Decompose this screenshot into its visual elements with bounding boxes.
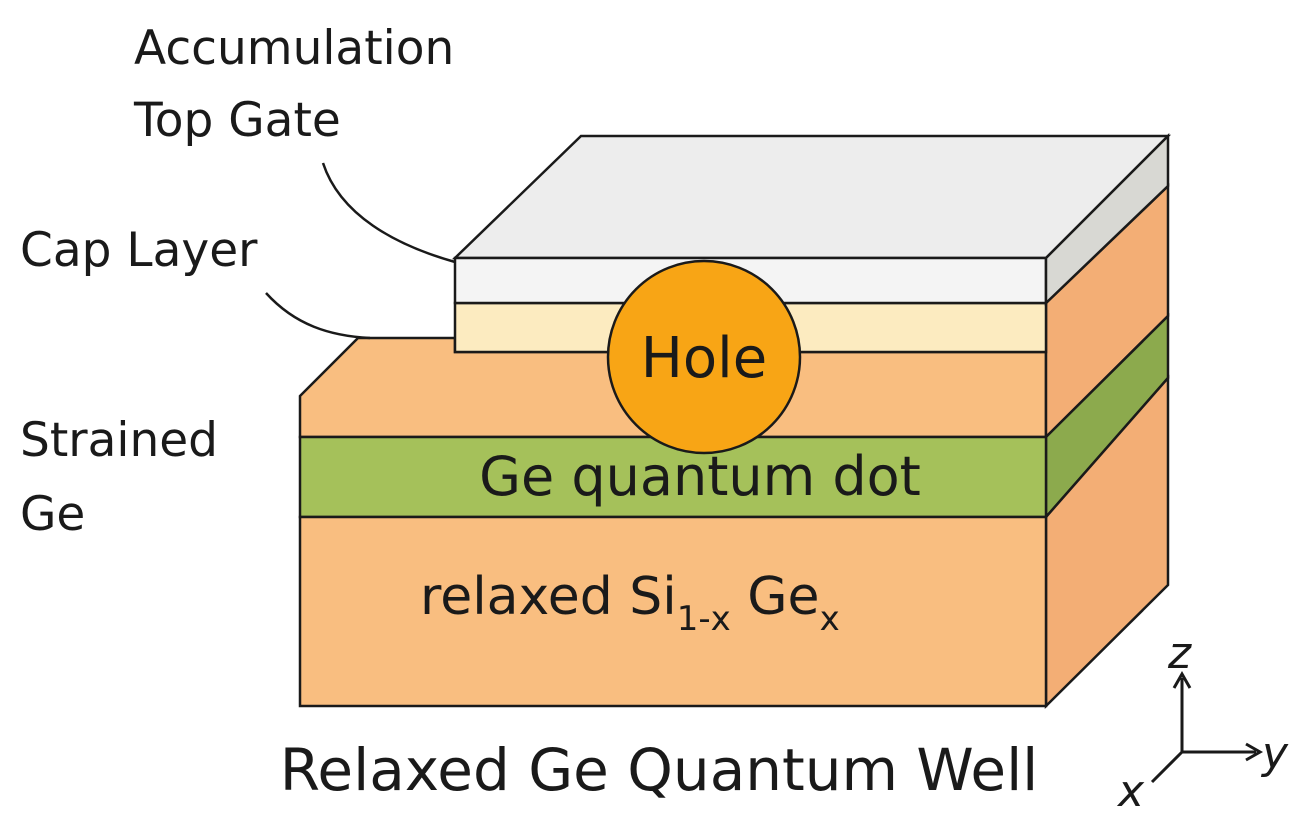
diagram-title: Relaxed Ge Quantum Well — [280, 736, 1039, 804]
z-axis-label: z — [1167, 628, 1192, 679]
strained-ge-label-line2: Ge — [20, 487, 85, 542]
y-axis-label: y — [1260, 728, 1289, 779]
cap-layer-leader-line — [265, 292, 371, 340]
top-gate-side-face — [1044, 132, 1170, 306]
top-gate-label-line1: Accumulation — [134, 21, 454, 76]
relaxed-sige-front — [298, 515, 1048, 708]
ge-quantum-dot-label: Ge quantum dot — [479, 445, 921, 508]
x-axis-label: x — [1116, 766, 1145, 817]
top-gate-top-face — [451, 134, 1172, 260]
coordinate-axes — [1150, 670, 1264, 784]
relaxed-sige-prefix: relaxed Si — [420, 567, 677, 627]
y-axis-arrowhead — [1245, 742, 1264, 762]
hole-label: Hole — [641, 326, 767, 391]
top-gate-leader-line — [321, 162, 456, 264]
relaxed-sige-label: relaxed Si1-x Gex — [420, 567, 840, 639]
relaxed-sige-mid: Ge — [731, 567, 820, 627]
relaxed-sige-sub1: 1-x — [677, 599, 731, 639]
cap-layer-label: Cap Layer — [20, 223, 258, 278]
hole-circle — [606, 259, 802, 455]
z-axis-arrowhead — [1172, 670, 1192, 689]
top-gate-label-line2: Top Gate — [133, 93, 341, 148]
x-axis-line — [1150, 750, 1184, 784]
relaxed-sige-sub2: x — [820, 599, 840, 639]
strained-ge-label-line1: Strained — [20, 413, 218, 468]
